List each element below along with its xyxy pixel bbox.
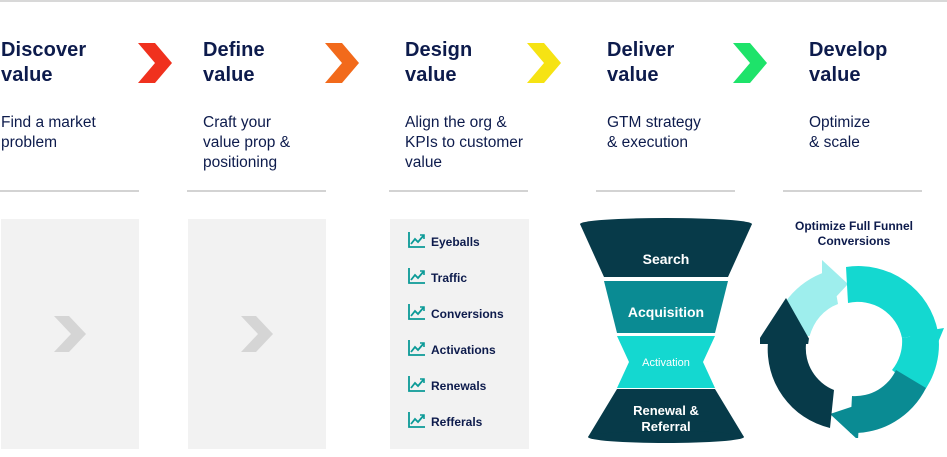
trend-chart-icon xyxy=(408,268,425,284)
stage-title: Develop value xyxy=(809,38,929,88)
stage-desc-line: Find a market xyxy=(1,114,96,131)
cycle-title-line: Conversions xyxy=(817,234,891,248)
cycle-center xyxy=(808,304,896,392)
chevron-right-icon xyxy=(138,43,172,83)
funnel-acquisition-segment xyxy=(604,281,728,333)
kpi-label: Conversions xyxy=(431,307,504,321)
kpi-item: Eyeballs xyxy=(407,230,517,252)
divider xyxy=(389,190,528,192)
cycle-segment-dark xyxy=(767,342,834,428)
divider xyxy=(596,190,735,192)
stage-title: Deliver value xyxy=(607,38,727,88)
stage-title-line: Define xyxy=(203,39,265,61)
stage-desc-line: value prop & xyxy=(203,134,291,151)
kpi-item: Renewals xyxy=(407,374,517,396)
stage-title-line: Deliver xyxy=(607,39,675,61)
kpi-label: Activations xyxy=(431,343,496,357)
trend-chart-icon xyxy=(408,376,425,392)
placeholder-panel xyxy=(188,219,326,449)
stage-title: Design value xyxy=(405,38,525,88)
chevron-right-icon xyxy=(733,43,767,83)
kpi-label: Refferals xyxy=(431,415,483,429)
kpi-label: Traffic xyxy=(431,271,468,285)
funnel-acquisition-label: Acquisition xyxy=(628,304,704,320)
stage-desc-line: Optimize xyxy=(809,114,871,131)
stage-title-line: value xyxy=(405,64,457,86)
stage-desc-line: Craft your xyxy=(203,114,272,131)
stage-title-line: value xyxy=(203,64,255,86)
funnel-diagram: Search Acquisition Activation Renewal & … xyxy=(580,218,752,443)
kpi-label: Renewals xyxy=(431,379,487,393)
chevron-right-icon xyxy=(54,316,86,352)
stage-title-line: Develop xyxy=(809,39,888,61)
cycle-title-line: Optimize Full Funnel xyxy=(795,219,913,233)
kpi-item: Traffic xyxy=(407,266,517,288)
funnel-bottom-rim xyxy=(588,431,744,443)
divider xyxy=(187,190,326,192)
stage-discover: Discover value Find a market problem xyxy=(1,38,121,151)
kpi-item: Refferals xyxy=(407,410,517,432)
stage-develop: Develop value Optimize & scale xyxy=(809,38,929,151)
stage-description: GTM strategy & execution xyxy=(607,113,767,153)
stage-desc-line: KPIs to customer xyxy=(405,134,524,151)
trend-chart-icon xyxy=(408,304,425,320)
stage-title-line: value xyxy=(809,64,861,86)
trend-chart-icon xyxy=(408,232,425,248)
trend-chart-icon xyxy=(408,412,425,428)
stage-description: Align the org & KPIs to customer value xyxy=(405,113,565,173)
cycle-arrowhead-teal xyxy=(830,404,860,438)
cycle-segment-turquoise xyxy=(846,266,938,338)
funnel-activation-segment xyxy=(617,336,715,388)
funnel-referral-label: Referral xyxy=(641,419,690,434)
trend-chart-icon xyxy=(408,340,425,356)
kpi-item: Activations xyxy=(407,338,517,360)
stage-title: Discover value xyxy=(1,38,121,88)
stage-desc-line: value xyxy=(405,154,443,171)
stage-description: Optimize & scale xyxy=(809,113,947,153)
stage-desc-line: problem xyxy=(1,134,57,151)
funnel-renewal-label: Renewal & xyxy=(633,403,699,418)
stage-desc-line: & scale xyxy=(809,134,860,151)
stage-description: Craft your value prop & positioning xyxy=(203,113,363,173)
cycle-segment-teal xyxy=(850,370,926,434)
stage-desc-line: positioning xyxy=(203,154,278,171)
divider xyxy=(0,190,139,192)
cycle-title: Optimize Full Funnel Conversions xyxy=(783,219,925,249)
funnel-search-label: Search xyxy=(643,251,690,267)
stage-title-line: Discover xyxy=(1,39,87,61)
stage-desc-line: Align the org & xyxy=(405,114,507,131)
stage-title-line: Design xyxy=(405,39,473,61)
stage-deliver: Deliver value GTM strategy & execution xyxy=(607,38,727,151)
cycle-arrowhead-turquoise xyxy=(908,328,944,362)
cycle-arrows-diagram xyxy=(760,260,944,438)
funnel-renewal-segment xyxy=(588,389,744,437)
chevron-right-icon xyxy=(325,43,359,83)
kpi-label: Eyeballs xyxy=(431,235,480,249)
stage-title-line: value xyxy=(607,64,659,86)
stage-desc-line: GTM strategy xyxy=(607,114,701,131)
stage-description: Find a market problem xyxy=(1,113,161,153)
stage-define: Define value Craft your value prop & pos… xyxy=(203,38,323,171)
stage-desc-line: & execution xyxy=(607,134,688,151)
chevron-right-icon xyxy=(527,43,561,83)
funnel-search-segment xyxy=(580,224,752,277)
cycle-arrowhead-dark xyxy=(760,298,812,344)
chevron-right-icon xyxy=(241,316,273,352)
placeholder-panel xyxy=(1,219,139,449)
kpi-panel xyxy=(390,219,529,449)
top-border xyxy=(0,0,947,2)
funnel-activation-label: Activation xyxy=(642,357,690,369)
divider xyxy=(783,190,922,192)
stage-title: Define value xyxy=(203,38,323,88)
kpi-item: Conversions xyxy=(407,302,517,324)
cycle-arrowhead-light xyxy=(822,260,848,312)
stage-design: Design value Align the org & KPIs to cus… xyxy=(405,38,525,171)
stage-title-line: value xyxy=(1,64,53,86)
